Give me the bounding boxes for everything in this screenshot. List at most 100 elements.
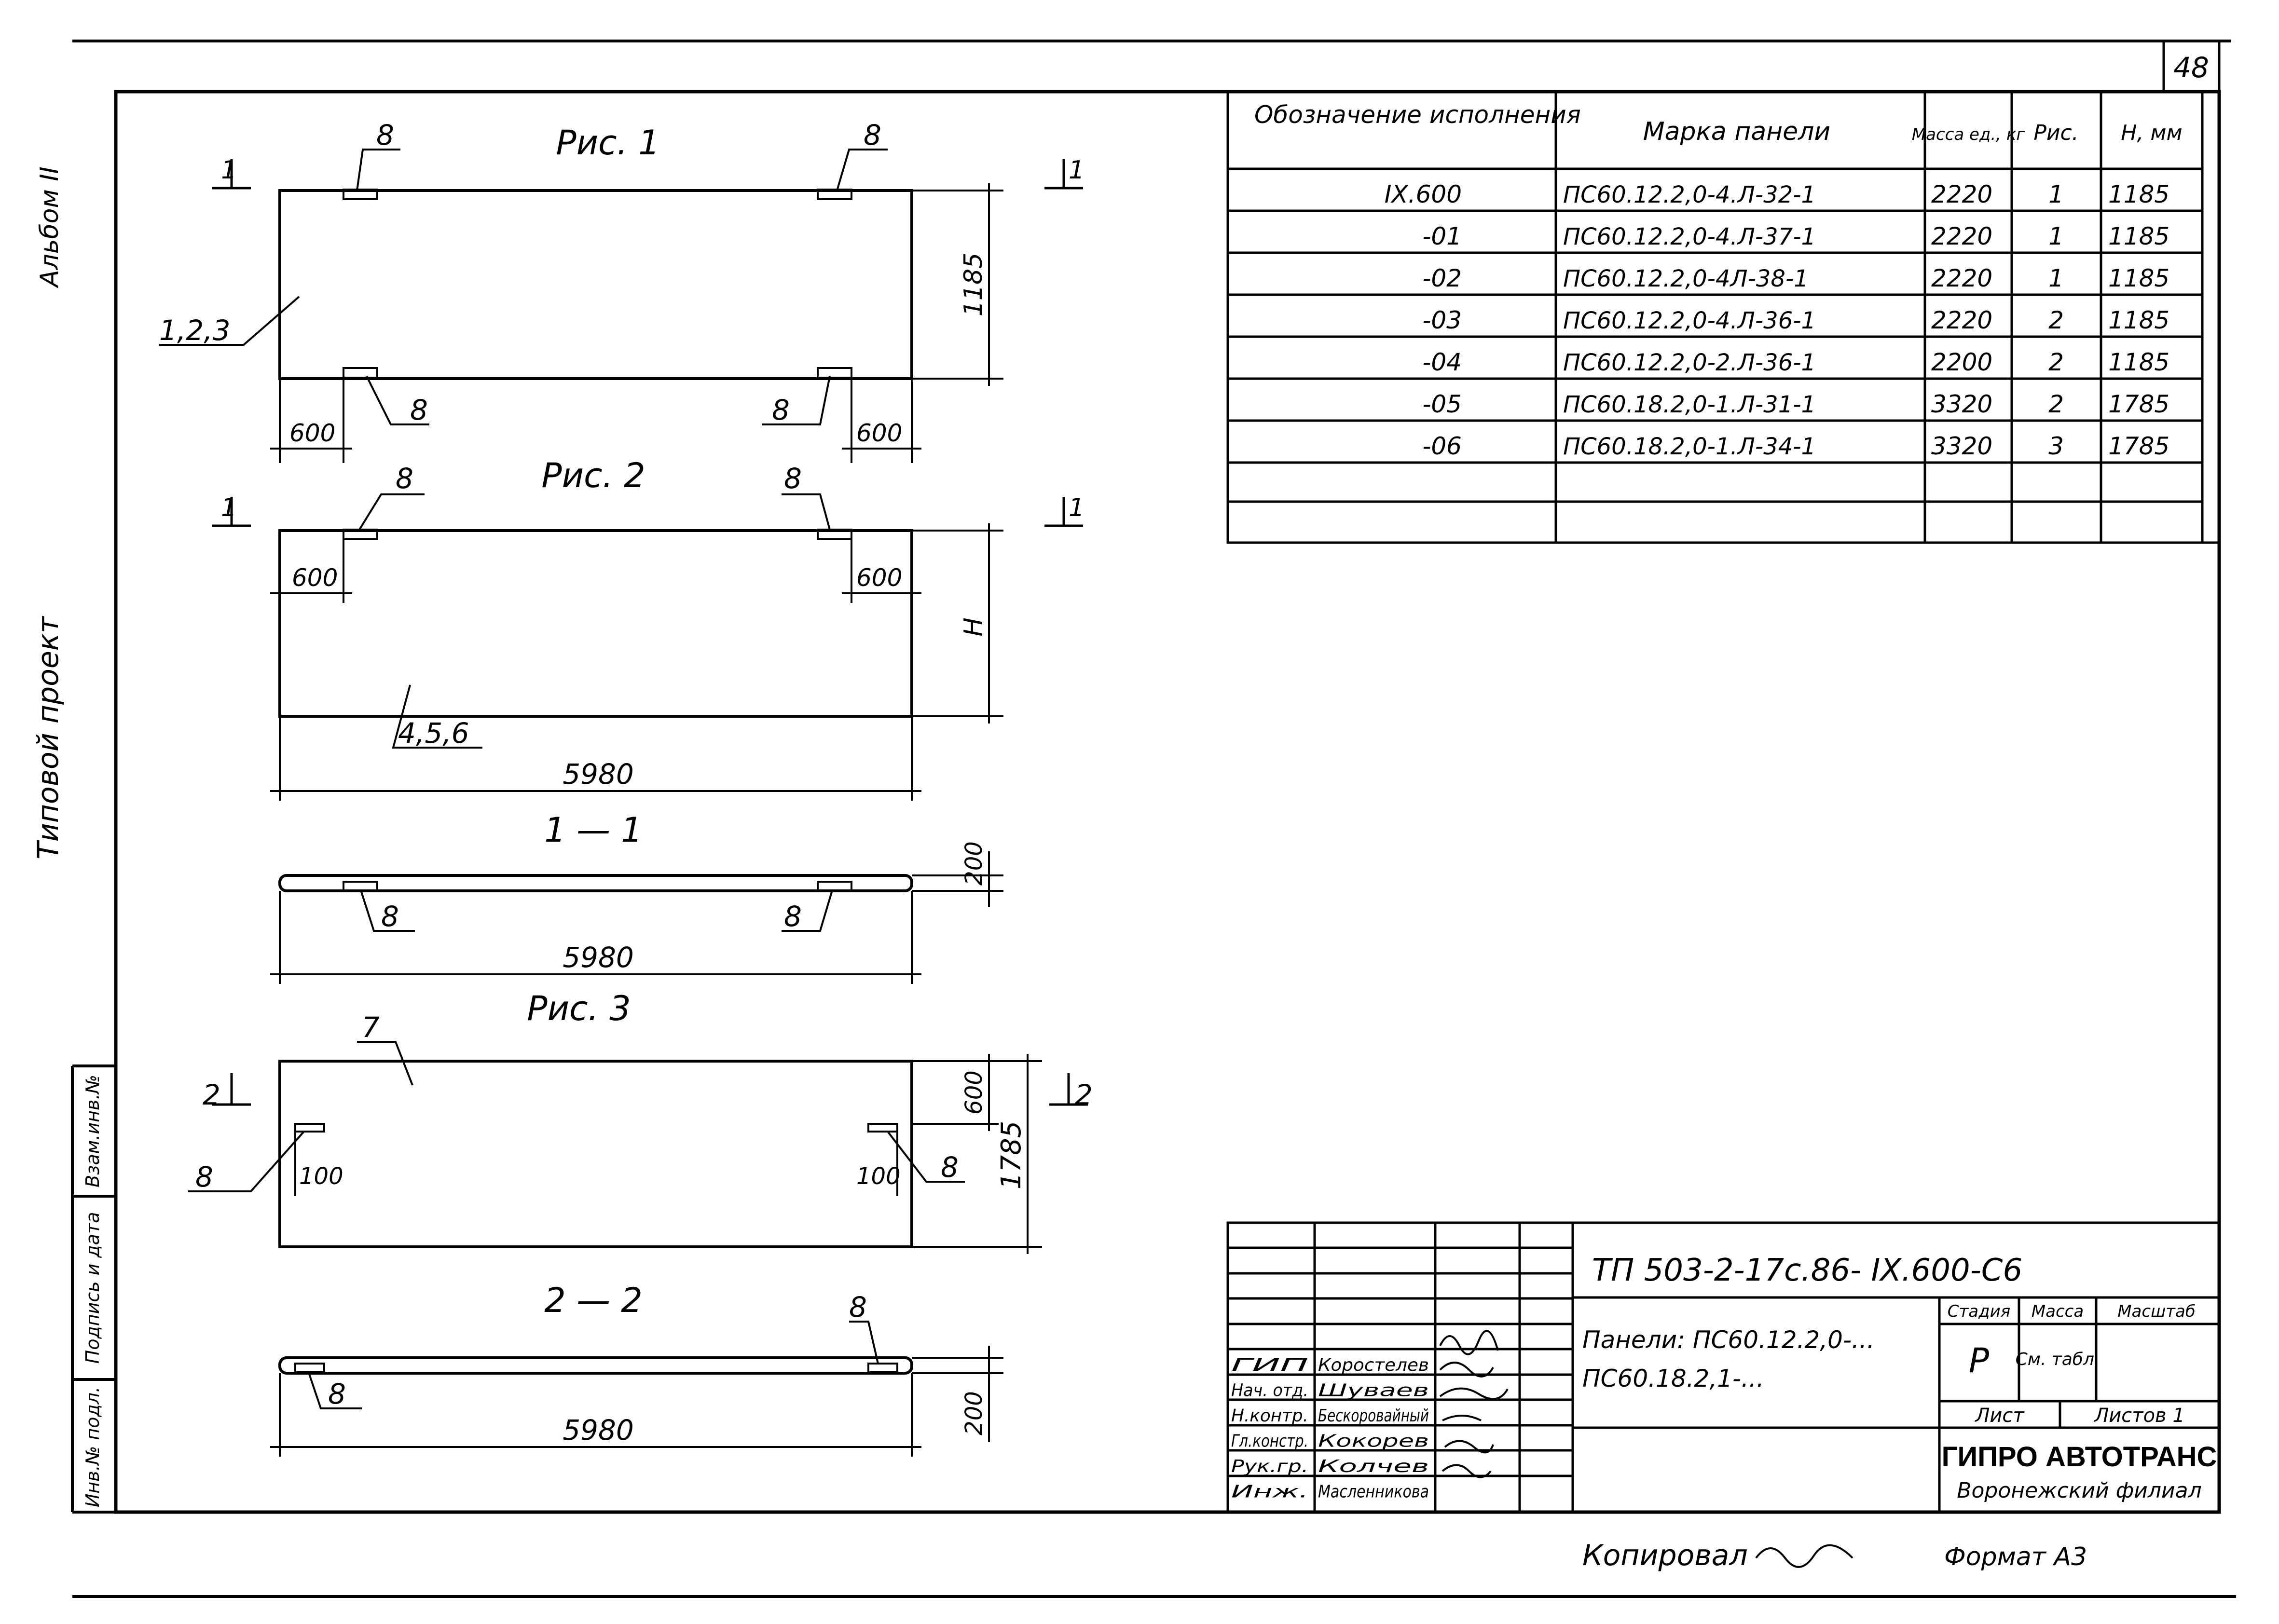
figure-1: Рис. 1 8 8 8 8 1,2,3 1 1 1185 — [159, 119, 1085, 463]
spec-cell-r6-c4: 1785 — [2108, 432, 2169, 460]
spec-cell-r0-c0: IX.600 — [1385, 180, 1462, 208]
fig3-cut-right: 2 — [1075, 1078, 1093, 1111]
section11-dim-5980: 5980 — [563, 941, 634, 974]
title-block-mass-label: Масса — [2032, 1302, 2084, 1321]
spec-header-4: Н, мм — [2121, 121, 2182, 145]
spec-cell-r4-c3: 2 — [2048, 348, 2064, 376]
figure-3: Рис. 3 7 8 8 2 2 100 100 — [188, 989, 1093, 1254]
spec-cell-r4-c2: 2200 — [1931, 348, 1992, 376]
fig3-callout-8b: 8 — [941, 1151, 959, 1184]
fig1-callout-8d: 8 — [772, 394, 790, 426]
spec-cell-r5-c0: -05 — [1422, 390, 1462, 418]
fig1-dim-1185: 1185 — [959, 253, 988, 316]
section-2-2: 2 — 2 8 8 200 5980 — [270, 1281, 1003, 1457]
fig2-cut-right: 1 — [1069, 493, 1085, 522]
spec-cell-r1-c1: ПС60.12.2,0-4.Л-37-1 — [1563, 223, 1816, 250]
spec-cell-r2-c0: -02 — [1422, 264, 1462, 292]
sheet-frame — [71, 40, 2236, 1598]
spec-cell-r0-c1: ПС60.12.2,0-4.Л-32-1 — [1563, 181, 1816, 208]
title-block-org-line2: Воронежский филиал — [1957, 1478, 2201, 1503]
spec-cell-r6-c0: -06 — [1422, 432, 1462, 460]
title-block-sheets-label: Листов 1 — [2093, 1405, 2185, 1427]
staff-role-1: Нач. отд. — [1231, 1381, 1308, 1401]
spec-cell-r3-c1: ПС60.12.2,0-4.Л-36-1 — [1563, 307, 1816, 334]
title-block-name-line2: ПС60.18.2,1-... — [1582, 1365, 1764, 1392]
fig1-dim-600-left: 600 — [289, 419, 335, 447]
title-block-mass-value: См. табл. — [2016, 1350, 2100, 1369]
spec-cell-r2-c1: ПС60.12.2,0-4Л-38-1 — [1563, 265, 1809, 292]
fig1-callout-8c: 8 — [410, 394, 428, 426]
spec-cell-r6-c2: 3320 — [1931, 432, 1992, 460]
staff-role-2: Н.контр. — [1231, 1406, 1308, 1426]
spec-cell-r6-c3: 3 — [2048, 432, 2064, 460]
staff-name-4: Колчев — [1318, 1457, 1429, 1476]
fig1-callout-8a: 8 — [376, 119, 394, 151]
spec-cell-r1-c0: -01 — [1422, 222, 1462, 250]
fig2-dim-600-left: 600 — [292, 564, 338, 592]
fig2-title: Рис. 2 — [541, 456, 645, 495]
fig2-dim-h: H — [959, 617, 988, 636]
section22-callout-8b: 8 — [849, 1291, 867, 1324]
spec-cell-r3-c3: 2 — [2048, 306, 2064, 334]
fig1-panel — [278, 189, 913, 380]
spec-cell-r2-c3: 1 — [2048, 264, 2064, 292]
section-2-2-title: 2 — 2 — [544, 1281, 643, 1320]
staff-name-0: Коростелев — [1318, 1355, 1429, 1375]
spec-cell-r5-c2: 3320 — [1931, 390, 1992, 418]
staff-role-4: Рук.гр. — [1231, 1457, 1308, 1476]
fig1-title: Рис. 1 — [556, 123, 659, 163]
spec-header-3: Рис. — [2033, 121, 2078, 145]
spec-cell-r6-c1: ПС60.18.2,0-1.Л-34-1 — [1563, 433, 1816, 460]
section-1-1: 1 — 1 8 8 200 5980 — [270, 810, 1003, 984]
fig3-cut-left: 2 — [203, 1078, 220, 1111]
spec-cell-r1-c4: 1185 — [2108, 222, 2169, 250]
fig3-dim-600: 600 — [961, 1070, 988, 1115]
spec-cell-r4-c4: 1185 — [2108, 348, 2169, 376]
side-label-album: Альбом II — [35, 166, 64, 288]
title-block-org-line1: ГИПРО АВТОТРАНС — [1942, 1441, 2217, 1473]
staff-name-5: Масленникова — [1318, 1482, 1429, 1502]
fig3-title: Рис. 3 — [527, 989, 631, 1028]
staff-name-1: Шуваев — [1318, 1381, 1429, 1401]
side-label-project: Типовой проект — [31, 615, 65, 860]
side-stamp-vzam: Взам.инв.№ — [82, 1075, 103, 1187]
spec-cell-r4-c0: -04 — [1422, 348, 1462, 376]
section11-callout-8b: 8 — [784, 900, 802, 933]
title-block: ТП 503-2-17с.86- IX.600-С6 Панели: ПС60.… — [1226, 1221, 2221, 1514]
section11-callout-8a: 8 — [381, 900, 399, 933]
fig3-panel — [278, 1060, 913, 1248]
staff-name-3: Кокорев — [1318, 1432, 1429, 1451]
spec-cell-r1-c3: 1 — [2048, 222, 2064, 250]
spec-cell-r1-c2: 2220 — [1931, 222, 1992, 250]
fig2-callout-456: 4,5,6 — [398, 717, 469, 750]
fig3-callout-8a: 8 — [195, 1160, 213, 1193]
staff-role-3: Гл.констр. — [1231, 1432, 1308, 1451]
fig1-cut-left: 1 — [221, 156, 237, 185]
fig2-dim-600-right: 600 — [856, 564, 902, 592]
spec-cell-r4-c1: ПС60.12.2,0-2.Л-36-1 — [1563, 349, 1816, 376]
copier-signature — [1755, 1544, 1853, 1568]
title-block-scale-label: Масштаб — [2117, 1302, 2196, 1321]
page-number: 48 — [2173, 51, 2209, 84]
figure-2: Рис. 2 8 8 4,5,6 1 1 H 600 — [212, 456, 1085, 801]
fig3-callout-7: 7 — [362, 1011, 380, 1044]
footer-format: Формат А3 — [1944, 1542, 2087, 1571]
fig1-dim-600-right: 600 — [856, 419, 902, 447]
fig2-dim-5980: 5980 — [563, 758, 634, 791]
spec-cell-r3-c2: 2220 — [1931, 306, 1992, 334]
spec-cell-r0-c4: 1185 — [2108, 180, 2169, 208]
spec-cell-r0-c2: 2220 — [1931, 180, 1992, 208]
fig2-cut-left: 1 — [221, 493, 237, 522]
spec-cell-r5-c3: 2 — [2048, 390, 2064, 418]
spec-cell-r2-c4: 1185 — [2108, 264, 2169, 292]
title-block-sheet-label: Лист — [1974, 1405, 2025, 1427]
title-block-code: ТП 503-2-17с.86- IX.600-С6 — [1592, 1253, 2022, 1288]
section11-dim-200: 200 — [961, 841, 988, 886]
title-block-stage-value: Р — [1969, 1341, 1990, 1380]
spec-cell-r3-c0: -03 — [1422, 306, 1462, 334]
title-block-stage-label: Стадия — [1948, 1302, 2010, 1321]
fig3-dim-1785: 1785 — [996, 1121, 1027, 1190]
fig2-callout-8a: 8 — [396, 462, 413, 495]
